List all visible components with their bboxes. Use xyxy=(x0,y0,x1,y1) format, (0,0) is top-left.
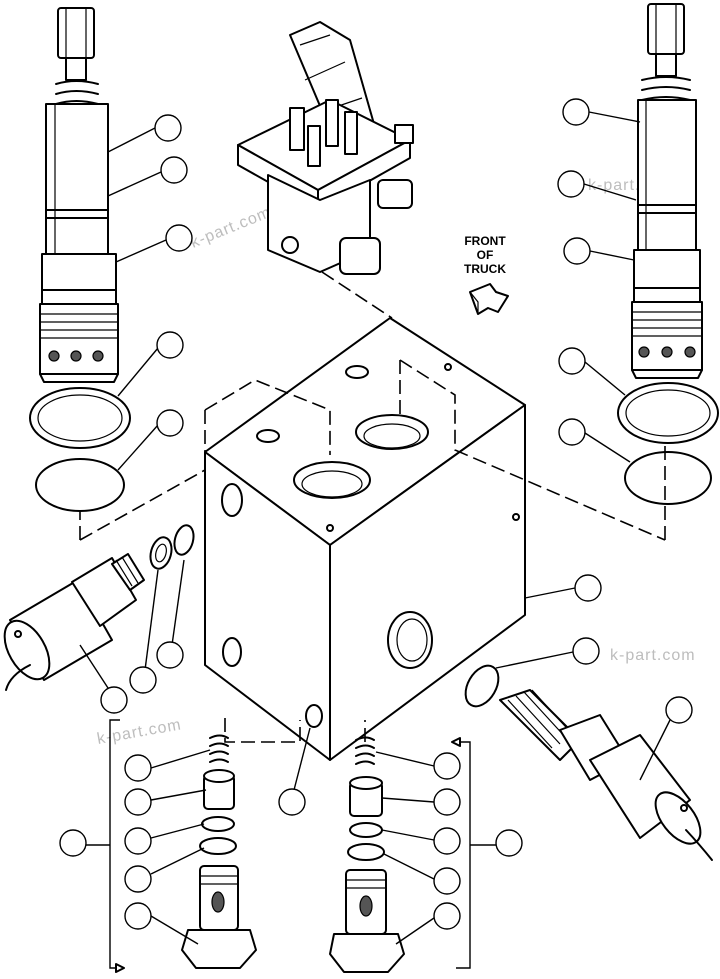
right-solenoid-valve xyxy=(499,689,713,861)
pilot-valve-assembly xyxy=(237,21,414,319)
left-solenoid-valve xyxy=(3,553,145,691)
left-o-ring xyxy=(35,458,125,512)
left-check-valve-stack xyxy=(181,734,257,969)
right-backup-ring xyxy=(617,382,719,444)
right-small-o-ring xyxy=(464,664,500,708)
watermark: k-part.com xyxy=(96,716,183,748)
svg-text:TRUCK: TRUCK xyxy=(464,262,506,276)
left-seal-washer xyxy=(149,536,173,570)
front-of-truck-label: FRONT OF TRUCK xyxy=(464,234,506,276)
left-small-o-ring xyxy=(173,524,195,556)
watermark: k-part.com xyxy=(188,204,274,252)
svg-text:OF: OF xyxy=(477,248,494,262)
front-direction-arrow-icon xyxy=(469,283,509,315)
watermark: k-part.com xyxy=(610,647,696,664)
callouts xyxy=(59,98,693,945)
right-o-ring xyxy=(624,451,712,505)
bracket-right xyxy=(456,741,471,845)
manifold-block xyxy=(204,317,526,761)
left-cartridge-valve xyxy=(39,7,119,383)
left-backup-ring xyxy=(29,387,131,449)
svg-text:FRONT: FRONT xyxy=(464,234,506,248)
right-cartridge-valve xyxy=(631,3,703,379)
right-check-valve-stack xyxy=(329,736,405,973)
bracket-left xyxy=(109,845,120,969)
